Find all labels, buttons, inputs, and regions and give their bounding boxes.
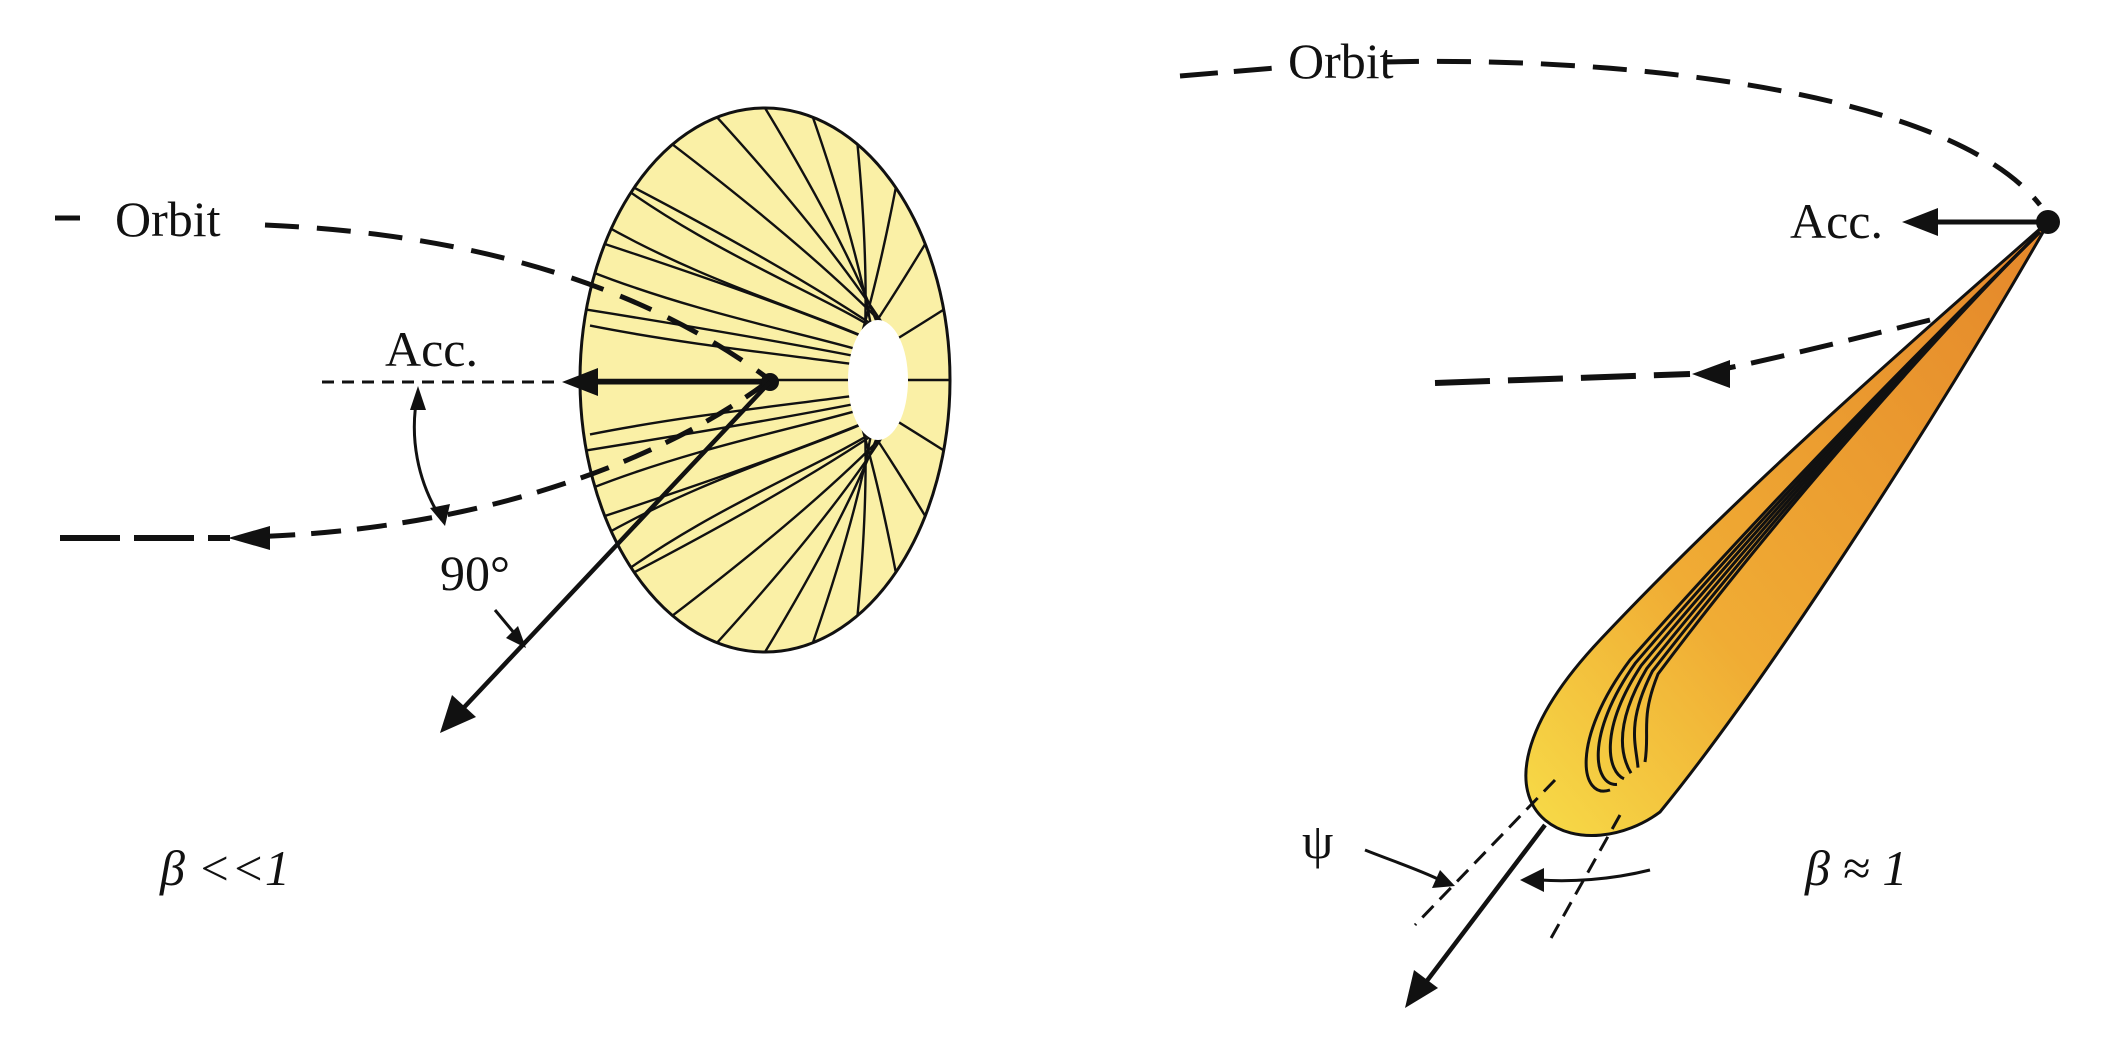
- acceleration-arrowhead: [562, 368, 598, 396]
- orbit-label-left: Orbit: [115, 191, 221, 247]
- orbit-arrowhead: [228, 526, 270, 550]
- orbit-dash-tail-right: [1434, 371, 1691, 386]
- orbit-path-lower-right: [1717, 317, 1931, 373]
- lobe-contour-line: [811, 116, 873, 328]
- beta-label-left: β <<1: [159, 840, 290, 896]
- acc-label-right: Acc.: [1790, 193, 1883, 249]
- cone-line-left: [1413, 778, 1557, 927]
- acceleration-arrowhead-right: [1902, 208, 1938, 236]
- beta-label-right: β ≈ 1: [1804, 840, 1907, 896]
- psi-pointer-head-left: [1432, 870, 1455, 888]
- orbit-path-lower: [244, 377, 772, 540]
- angle-arc: [412, 391, 444, 521]
- psi-pointer-head-right: [1520, 868, 1544, 892]
- lobe-contour-line: [858, 418, 897, 573]
- lobe-contour-line: [858, 187, 897, 342]
- beam-contour-line: [1643, 230, 2042, 763]
- angle-arrowhead-bottom: [430, 504, 450, 526]
- orbit-arrowhead-right: [1692, 360, 1730, 388]
- angle-label: 90°: [440, 545, 510, 601]
- lobe-contour-line: [589, 414, 881, 545]
- orbit-label-right: Orbit: [1288, 33, 1394, 89]
- velocity-arrowhead-right: [1405, 970, 1438, 1008]
- beamed-lobe: [1524, 218, 2052, 838]
- lobe-contour-line: [856, 427, 867, 616]
- angle-pointer-head: [506, 626, 526, 648]
- orbit-path-upper-right: [1384, 58, 2042, 207]
- psi-pointer-left: [1364, 848, 1441, 882]
- velocity-arrow: [453, 380, 772, 719]
- orbit-dash-lead-right: [1179, 65, 1276, 79]
- lobe-contour-line: [716, 432, 886, 644]
- charge-point-right: [2036, 210, 2060, 234]
- psi-pointer-right: [1539, 868, 1651, 883]
- lobe-contour-line: [856, 144, 867, 333]
- lobe-contour-line: [671, 426, 892, 617]
- angle-arrowhead-top: [410, 386, 426, 410]
- velocity-arrow-right: [1418, 823, 1547, 992]
- lobe-contour-line: [763, 108, 880, 326]
- orbit-path-upper: [264, 222, 772, 383]
- left-panel: Orbit Acc. 90° β <<1: [55, 106, 952, 896]
- lobe-contour-line: [811, 432, 873, 644]
- right-panel: Orbit Acc. ψ β ≈ 1: [1179, 33, 2060, 1008]
- acc-label-left: Acc.: [385, 321, 478, 377]
- lobe-contour-line: [589, 215, 881, 346]
- lobe-contour-line: [589, 161, 881, 334]
- lobe-contour-line: [671, 143, 892, 334]
- velocity-arrowhead: [440, 695, 476, 733]
- lobe-contour-line: [589, 426, 881, 599]
- psi-label: ψ: [1302, 813, 1333, 869]
